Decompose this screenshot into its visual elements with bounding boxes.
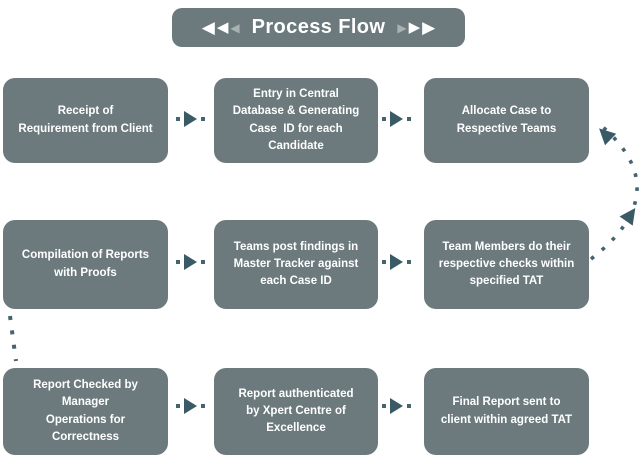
connector-dot	[176, 117, 180, 121]
title-bar: ◀ ◀ ◀ Process Flow ▶ ▶ ▶	[172, 8, 465, 47]
right-arrow-icon: ▶	[408, 19, 421, 36]
step-box-r1-c2: Entry in Central Database & Generating C…	[214, 78, 378, 163]
connector-dot	[407, 117, 411, 121]
arrow-right-icon	[390, 254, 403, 270]
step-box-r3-c3: Final Report sent to client within agree…	[424, 368, 589, 455]
arrow-right-icon	[390, 111, 403, 127]
connector-r3-g1	[176, 398, 205, 414]
connector-r3-g2	[382, 398, 411, 414]
connector-dot	[382, 404, 386, 408]
connector-r2-g1	[176, 254, 205, 270]
left-arrow-icon: ◀	[216, 19, 229, 36]
connector-r1-g1	[176, 111, 205, 127]
connector-dot	[382, 117, 386, 121]
right-arrow-icon: ▶	[422, 18, 436, 37]
arrow-right-icon	[184, 111, 197, 127]
connector-dot	[201, 117, 205, 121]
connector-dot	[382, 260, 386, 264]
step-box-r2-c1: Compilation of Reports with Proofs	[3, 220, 168, 309]
step-box-r2-c2: Teams post findings in Master Tracker ag…	[214, 220, 378, 309]
step-box-r1-c3: Allocate Case to Respective Teams	[424, 78, 589, 163]
connector-dot	[201, 260, 205, 264]
step-box-r1-c1: Receipt of Requirement from Client	[3, 78, 168, 163]
arrow-right-icon	[184, 398, 197, 414]
arrowhead-upleft-icon	[599, 128, 617, 146]
connector-dot	[407, 260, 411, 264]
title-right-arrows-icon: ▶ ▶ ▶	[397, 19, 435, 36]
arrow-right-icon	[184, 254, 197, 270]
connector-dot	[201, 404, 205, 408]
arrow-right-icon	[390, 398, 403, 414]
connector-dot	[407, 404, 411, 408]
right-arrow-icon: ▶	[397, 20, 407, 35]
connector-r2-g2	[382, 254, 411, 270]
arrowhead-upright-icon	[619, 207, 636, 226]
connector-dot	[176, 404, 180, 408]
step-box-r2-c3: Team Members do their respective checks …	[424, 220, 589, 309]
connector-dot	[176, 260, 180, 264]
left-arrow-icon: ◀	[230, 20, 240, 35]
left-arrow-icon: ◀	[201, 18, 215, 37]
dotted-arc-right	[589, 120, 639, 261]
step-box-r3-c2: Report authenticated by Xpert Centre of …	[214, 368, 378, 455]
connector-r1-g2	[382, 111, 411, 127]
title-left-arrows-icon: ◀ ◀ ◀	[202, 19, 240, 36]
step-box-r3-c1: Report Checked by Manager Operations for…	[3, 368, 168, 455]
diagram-title: Process Flow	[251, 16, 386, 38]
dotted-line-left	[8, 315, 18, 362]
